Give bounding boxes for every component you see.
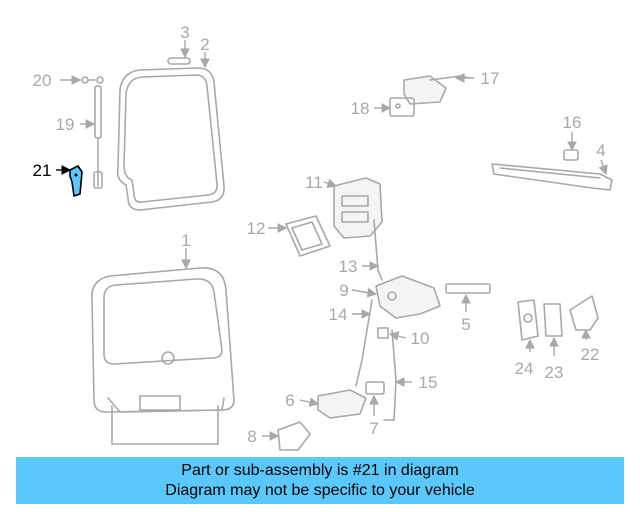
striker-plate bbox=[445, 283, 491, 294]
banner-line-part-number: Part or sub-assembly is #21 in diagram bbox=[181, 461, 459, 479]
ball-stud bbox=[81, 76, 104, 84]
callout-23: 23 bbox=[545, 363, 564, 382]
gas-strut bbox=[93, 85, 103, 189]
callout-1: 1 bbox=[181, 231, 190, 250]
callout-12: 12 bbox=[247, 219, 266, 238]
tailgate-hinge bbox=[389, 75, 471, 117]
lock-cylinder bbox=[277, 381, 385, 451]
linkage-rods bbox=[355, 219, 397, 421]
callout-2: 2 bbox=[200, 35, 209, 54]
callout-3: 3 bbox=[180, 23, 189, 42]
trim-rail bbox=[491, 149, 613, 191]
callout-21-highlighted: 21 bbox=[33, 161, 52, 180]
callout-24: 24 bbox=[515, 359, 534, 378]
strut-bracket-highlighted bbox=[69, 165, 83, 197]
latch-assembly bbox=[375, 275, 441, 339]
rear-window-glass bbox=[116, 67, 225, 211]
callout-8: 8 bbox=[247, 427, 256, 446]
callout-13: 13 bbox=[339, 257, 358, 276]
handle-bezel bbox=[285, 215, 331, 257]
callout-11: 11 bbox=[305, 173, 323, 192]
callout-19: 19 bbox=[56, 115, 75, 134]
callout-22: 22 bbox=[581, 345, 600, 364]
callout-5: 5 bbox=[461, 315, 470, 334]
leader-lines bbox=[56, 40, 608, 441]
callout-7: 7 bbox=[369, 419, 378, 438]
bump-stops bbox=[517, 295, 599, 341]
exploded-parts-diagram: 3 2 20 19 21 1 17 18 16 4 11 12 13 9 14 … bbox=[33, 23, 613, 451]
trim-strip bbox=[167, 57, 191, 65]
callout-15: 15 bbox=[419, 373, 438, 392]
callout-14: 14 bbox=[329, 305, 348, 324]
info-banner: Part or sub-assembly is #21 in diagram D… bbox=[16, 457, 624, 504]
tailgate-panel bbox=[91, 267, 235, 445]
callout-10: 10 bbox=[411, 329, 430, 348]
lock-actuator bbox=[333, 177, 383, 239]
callout-16: 16 bbox=[563, 113, 582, 132]
callout-18: 18 bbox=[351, 99, 370, 118]
callout-6: 6 bbox=[285, 391, 294, 410]
callout-20: 20 bbox=[33, 71, 52, 90]
callout-4: 4 bbox=[596, 141, 605, 160]
banner-line-disclaimer: Diagram may not be specific to your vehi… bbox=[165, 481, 475, 499]
callout-9: 9 bbox=[339, 281, 348, 300]
callout-17: 17 bbox=[481, 69, 500, 88]
